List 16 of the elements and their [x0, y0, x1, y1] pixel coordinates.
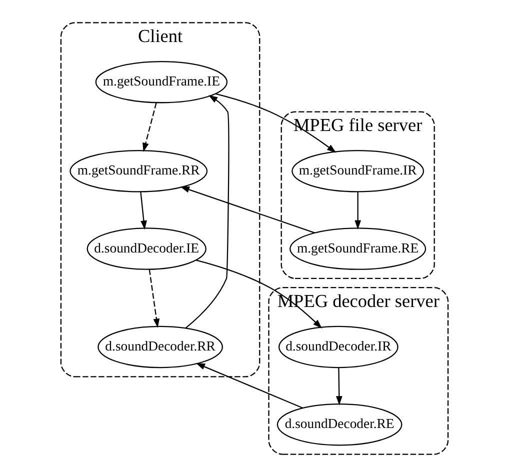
- arrow: [195, 362, 302, 408]
- arrow: [184, 94, 229, 328]
- arrow: [140, 191, 146, 230]
- arrow: [214, 92, 336, 152]
- arrow: [335, 367, 342, 405]
- node-ellipse: d.soundDecoder.IE: [86, 227, 206, 270]
- arrow: [142, 102, 156, 152]
- node-ellipse: d.soundDecoder.IR: [278, 325, 398, 368]
- node-ellipse: d.soundDecoder.RE: [276, 403, 402, 446]
- node-ellipse: d.soundDecoder.RR: [97, 325, 222, 368]
- arrow: [148, 268, 160, 328]
- node-ellipse: m.getSoundFrame.IR: [291, 150, 424, 192]
- arrow: [354, 192, 361, 229]
- arrow: [196, 259, 322, 328]
- node-ellipse: m.getSoundFrame.RE: [289, 227, 426, 270]
- arrow: [180, 186, 314, 233]
